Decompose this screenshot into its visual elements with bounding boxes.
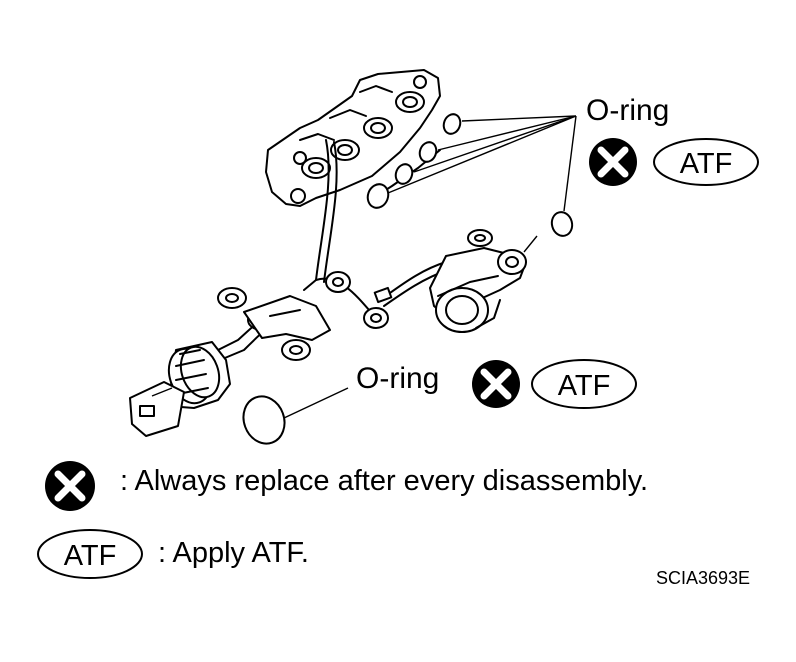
atf-badge: ATF bbox=[653, 138, 759, 186]
top-o-ring-callout: O-ring ATF bbox=[586, 94, 759, 186]
bottom-o-ring-callout: O-ring ATF bbox=[356, 359, 637, 409]
legend-atf-row: ATF : Apply ATF. bbox=[37, 529, 309, 579]
valve-body-assembly bbox=[265, 69, 441, 207]
top-o-ring-label: O-ring bbox=[586, 94, 669, 127]
bottom-o-ring-label: O-ring bbox=[356, 362, 439, 395]
top-o-ring-leaders bbox=[387, 115, 577, 212]
atf-badge-text: ATF bbox=[558, 370, 611, 402]
x-circle-icon bbox=[472, 360, 520, 408]
x-circle-icon bbox=[45, 461, 95, 511]
lower-o-ring bbox=[242, 387, 349, 445]
legend: : Always replace after every disassembly… bbox=[37, 461, 648, 579]
atf-badge: ATF bbox=[37, 529, 143, 579]
figure-code: SCIA3693E bbox=[656, 568, 750, 588]
x-circle-icon bbox=[589, 138, 637, 186]
atf-badge-text: ATF bbox=[680, 148, 733, 180]
legend-replace-text: : Always replace after every disassembly… bbox=[120, 465, 648, 497]
legend-replace-row: : Always replace after every disassembly… bbox=[45, 461, 648, 511]
legend-atf-text: : Apply ATF. bbox=[158, 537, 309, 569]
atf-badge: ATF bbox=[531, 359, 637, 409]
valve-o-rings bbox=[366, 113, 574, 237]
atf-badge-text: ATF bbox=[64, 540, 117, 572]
wiring-harness bbox=[213, 139, 493, 361]
lower-solenoid bbox=[429, 235, 538, 333]
harness-connector bbox=[129, 341, 231, 437]
